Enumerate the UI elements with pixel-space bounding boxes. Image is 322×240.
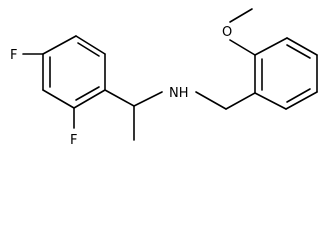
bond-o-methyl	[229, 8, 253, 23]
bond	[73, 89, 106, 109]
bond	[42, 89, 75, 109]
bond	[254, 37, 288, 56]
atom-label-fluorine-top: F	[10, 48, 17, 63]
bond	[286, 37, 318, 56]
bond-n-ch2	[195, 91, 227, 110]
double-bond-inner	[75, 86, 100, 101]
bond	[285, 91, 318, 110]
bond	[75, 35, 106, 55]
atom-label-amine: NH	[169, 86, 189, 101]
atom-label-oxygen: O	[222, 25, 232, 40]
double-bond-inner	[77, 42, 100, 57]
double-bond-inner	[286, 88, 311, 103]
bond-c-o	[229, 39, 256, 56]
atom-label-fluorine-bottom: F	[70, 133, 77, 148]
bond	[42, 35, 77, 55]
bond-ch2-aryl	[225, 92, 256, 110]
atom-labels: F F NH O	[10, 25, 232, 148]
chemical-structure-diagram: F F NH O	[10, 8, 318, 148]
bond-c-n	[133, 91, 163, 107]
substituent-bonds	[22, 53, 256, 141]
difluorophenyl-ring	[42, 35, 106, 109]
methoxyphenyl-ring	[229, 8, 318, 110]
double-bond-inner	[286, 44, 311, 59]
bond	[104, 89, 135, 107]
bond	[254, 92, 287, 110]
